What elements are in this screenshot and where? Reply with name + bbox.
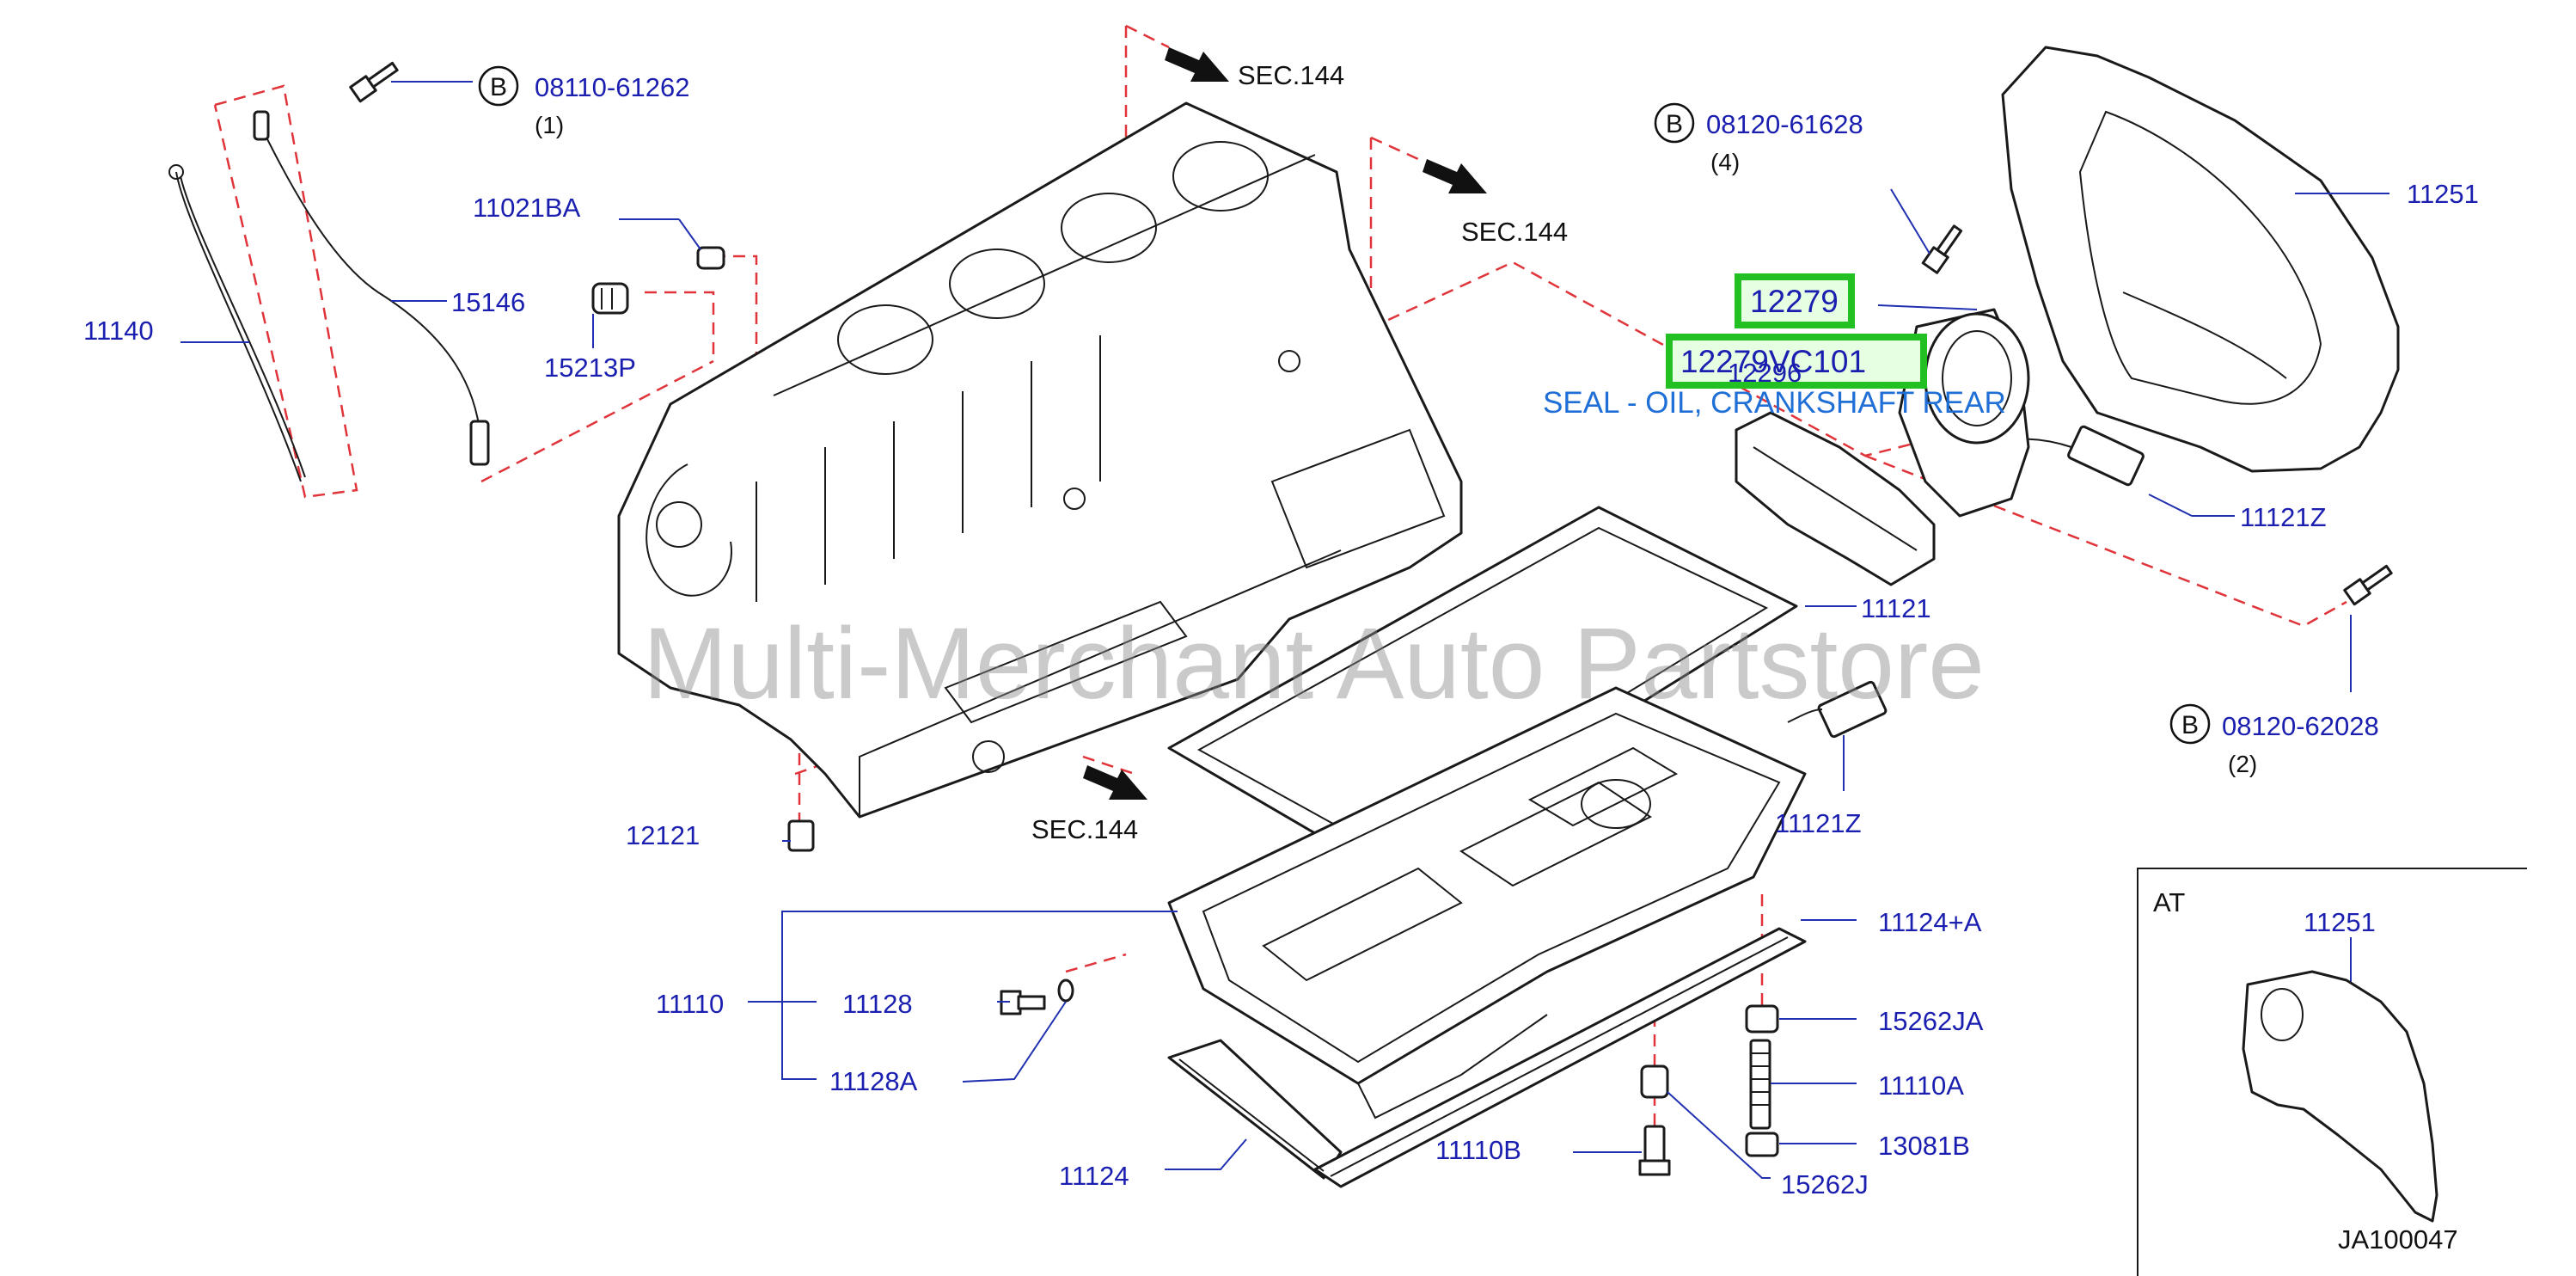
part-number-08120-61628[interactable]: 08120-61628: [1706, 109, 1863, 139]
part-number-12279[interactable]: 12279: [1750, 284, 1839, 319]
part-number-12296[interactable]: 12296: [1728, 358, 1802, 388]
upper-gasket-illustration: [1167, 506, 1798, 870]
b-marker-bolt-3: B: [2169, 703, 2211, 745]
part-number-13081B[interactable]: 13081B: [1878, 1131, 1970, 1161]
oil-pan-illustration: [1167, 686, 1807, 1120]
quantity-08120-61628: (4): [1710, 149, 1740, 175]
part-number-11251[interactable]: 11251: [2407, 179, 2479, 209]
part-number-11121Z-lower[interactable]: 11121Z: [1775, 808, 1862, 838]
leader-lines: [181, 81, 2389, 1179]
part-number-11110[interactable]: 11110: [656, 989, 724, 1019]
quantity-08110-61262: (1): [535, 112, 564, 138]
section-arrows: [1083, 47, 1487, 800]
diagram-code: JA100047: [2338, 1224, 2458, 1255]
section-ref-bottom[interactable]: SEC.144: [1031, 814, 1138, 844]
section-ref-middle[interactable]: SEC.144: [1461, 217, 1568, 247]
part-description-seal: SEAL - OIL, CRANKSHAFT REAR: [1543, 386, 2006, 420]
engine-block-illustration: [617, 101, 1463, 819]
part-number-11140[interactable]: 11140: [83, 316, 154, 346]
part-number-11124[interactable]: 11124: [1059, 1161, 1129, 1191]
part-number-11124A[interactable]: 11124+A: [1878, 907, 1982, 937]
part-number-11021BA[interactable]: 11021BA: [473, 193, 581, 223]
rear-seal-retainer-illustration: [1735, 308, 2030, 586]
dipstick-illustration: [168, 110, 490, 482]
part-number-08110-61262[interactable]: 08110-61262: [535, 72, 689, 102]
inset-rear-plate-illustration: [2242, 970, 2438, 1223]
part-number-11110A[interactable]: 11110A: [1878, 1070, 1964, 1101]
part-number-12279VC101[interactable]: 12279VC101: [1680, 344, 1866, 379]
highlight-12279[interactable]: [1735, 273, 1855, 328]
svg-text:B: B: [1666, 110, 1683, 138]
quantity-08120-62028: (2): [2228, 751, 2257, 777]
part-number-12121[interactable]: 12121: [626, 820, 700, 850]
rear-plate-illustration: [2001, 46, 2400, 473]
part-number-11121[interactable]: 11121: [1861, 593, 1931, 623]
svg-text:B: B: [2181, 711, 2199, 739]
highlight-12279VC101[interactable]: [1666, 334, 1927, 389]
b-marker-bolt-2: B: [1654, 102, 1695, 144]
arrow-icon: [1083, 765, 1147, 800]
small-fittings: [349, 61, 2393, 1176]
part-number-11128A[interactable]: 11128A: [829, 1066, 918, 1096]
part-number-15213P[interactable]: 15213P: [544, 353, 636, 383]
part-number-08120-62028[interactable]: 08120-62028: [2222, 711, 2379, 741]
at-inset-panel: AT 11251: [2137, 868, 2527, 1276]
inset-part-number-11251[interactable]: 11251: [2304, 907, 2376, 937]
arrow-icon: [1165, 47, 1229, 82]
part-number-15262JA[interactable]: 15262JA: [1878, 1006, 1984, 1036]
section-ref-top[interactable]: SEC.144: [1238, 60, 1344, 90]
b-marker-bolt-1: B: [478, 65, 519, 107]
arrow-icon: [1423, 159, 1487, 193]
part-number-11121Z-upper[interactable]: 11121Z: [2240, 502, 2327, 532]
part-number-15262J[interactable]: 15262J: [1781, 1169, 1869, 1199]
part-number-11128[interactable]: 11128: [842, 989, 913, 1019]
svg-text:B: B: [490, 73, 507, 101]
part-number-15146[interactable]: 15146: [451, 287, 525, 317]
watermark: Multi-Merchant Auto Partstore: [643, 607, 1985, 721]
part-number-11110B[interactable]: 11110B: [1435, 1135, 1521, 1165]
inset-title: AT: [2153, 887, 2185, 917]
lower-gasket-illustration: [1167, 927, 1807, 1188]
